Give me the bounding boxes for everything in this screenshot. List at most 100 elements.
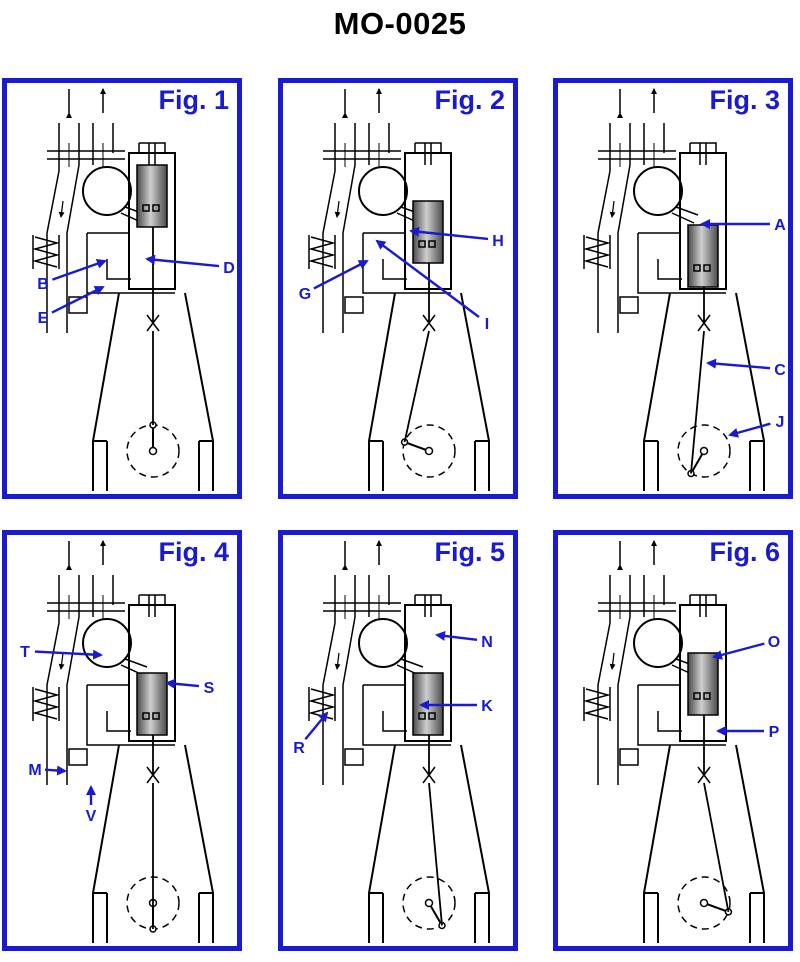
air-cooler — [583, 687, 611, 721]
callout-label: P — [769, 724, 780, 741]
air-cooler — [583, 235, 611, 269]
callout-arrow-icon — [706, 358, 771, 370]
crank-arm — [428, 902, 443, 927]
crankshaft — [699, 898, 709, 908]
page-title: MO-0025 — [333, 6, 467, 41]
air-receiver — [358, 166, 408, 216]
airflow-arrow-icon — [609, 652, 616, 670]
scavenge-ports — [142, 204, 160, 212]
scavenge-box — [86, 232, 175, 294]
crank-circle — [402, 876, 456, 930]
scavenge-ports — [418, 240, 436, 248]
callout-arrow-icon — [52, 258, 107, 281]
figure-title: Fig. 3 — [709, 85, 780, 115]
pipe-flange — [598, 602, 676, 612]
callout-label: D — [223, 260, 235, 277]
pipe-flange — [323, 602, 401, 612]
exhaust-valve — [414, 594, 442, 617]
figure-title: Fig. 4 — [158, 537, 229, 567]
crosshead — [422, 766, 436, 784]
turbocharger — [619, 748, 639, 766]
cylinder — [404, 604, 452, 742]
crank-arm — [703, 902, 729, 913]
crank-circle — [402, 424, 456, 478]
air-receiver — [82, 166, 132, 216]
engine-diagram: N K R — [293, 540, 493, 943]
scavenge-duct — [671, 206, 699, 224]
exhaust-valve — [138, 594, 166, 617]
cylinder — [404, 152, 452, 290]
callout-label: K — [481, 698, 493, 715]
callout-label: T — [20, 644, 30, 661]
callout-arrow-icon — [375, 239, 480, 318]
engine-diagram: T S M V — [20, 540, 215, 943]
callout-label: V — [86, 808, 97, 825]
scavenge-box — [637, 684, 726, 746]
scavenge-ports — [693, 264, 711, 272]
figure-panel-5: Fig. 5 N K R — [278, 530, 518, 951]
callout-label: R — [293, 740, 305, 757]
cylinder — [128, 152, 176, 290]
pipe-walls — [58, 123, 114, 171]
crankshaft — [148, 446, 158, 456]
scavenge-box — [637, 232, 726, 294]
scavenge-ports — [418, 712, 436, 720]
crank-circle — [677, 876, 731, 930]
air-receiver — [358, 618, 408, 668]
figure-title: Fig. 2 — [434, 85, 505, 115]
engine-diagram: OP — [583, 540, 780, 943]
turbocharger — [68, 748, 88, 766]
callout-label: I — [485, 316, 489, 333]
callout-label: E — [38, 310, 49, 327]
connecting-rod — [428, 782, 443, 926]
air-receiver — [633, 166, 683, 216]
air-cooler — [32, 687, 60, 721]
crankshaft — [424, 898, 434, 908]
engine-diagram: ACJ — [583, 88, 786, 491]
airflow-arrow-icon — [58, 652, 65, 670]
callout-label: N — [481, 634, 493, 651]
piston — [136, 164, 168, 228]
figure-title: Fig. 5 — [434, 537, 505, 567]
crosshead — [697, 766, 711, 784]
crosshead — [146, 766, 160, 784]
callout-arrow-icon — [712, 642, 765, 660]
pipe-flange — [47, 602, 125, 612]
callout-arrow-icon — [44, 765, 67, 776]
connecting-rod — [690, 330, 705, 474]
callout-label: A — [774, 217, 786, 234]
pipe-walls — [334, 575, 390, 623]
pipe-walls — [58, 575, 114, 623]
callout-label: O — [768, 634, 780, 651]
cylinder — [128, 604, 176, 742]
connecting-rod — [403, 330, 430, 443]
pipe-walls — [609, 123, 665, 171]
scavenge-ports — [693, 692, 711, 700]
crosshead — [146, 314, 160, 332]
figure-title: Fig. 1 — [158, 85, 229, 115]
airflow-arrow-icon — [334, 200, 341, 218]
crank-arm — [690, 450, 705, 475]
exhaust-valve — [138, 142, 166, 165]
callout-label: J — [776, 414, 785, 431]
scavenge-trunk — [597, 164, 631, 333]
crosshead — [697, 314, 711, 332]
callout-label: S — [204, 680, 215, 697]
scavenge-box — [362, 232, 451, 294]
exhaust-valve — [414, 142, 442, 165]
pipe-walls — [334, 123, 390, 171]
piston — [136, 672, 168, 736]
crosshead — [422, 314, 436, 332]
callout-arrow-icon — [409, 226, 489, 241]
air-receiver — [633, 618, 683, 668]
figure-title: Fig. 6 — [709, 537, 780, 567]
engine-diagram: BE D — [32, 88, 235, 491]
callout-label: M — [28, 762, 41, 779]
callout-arrow-icon — [165, 678, 200, 689]
cylinder — [679, 604, 727, 742]
callout-label: B — [37, 276, 49, 293]
